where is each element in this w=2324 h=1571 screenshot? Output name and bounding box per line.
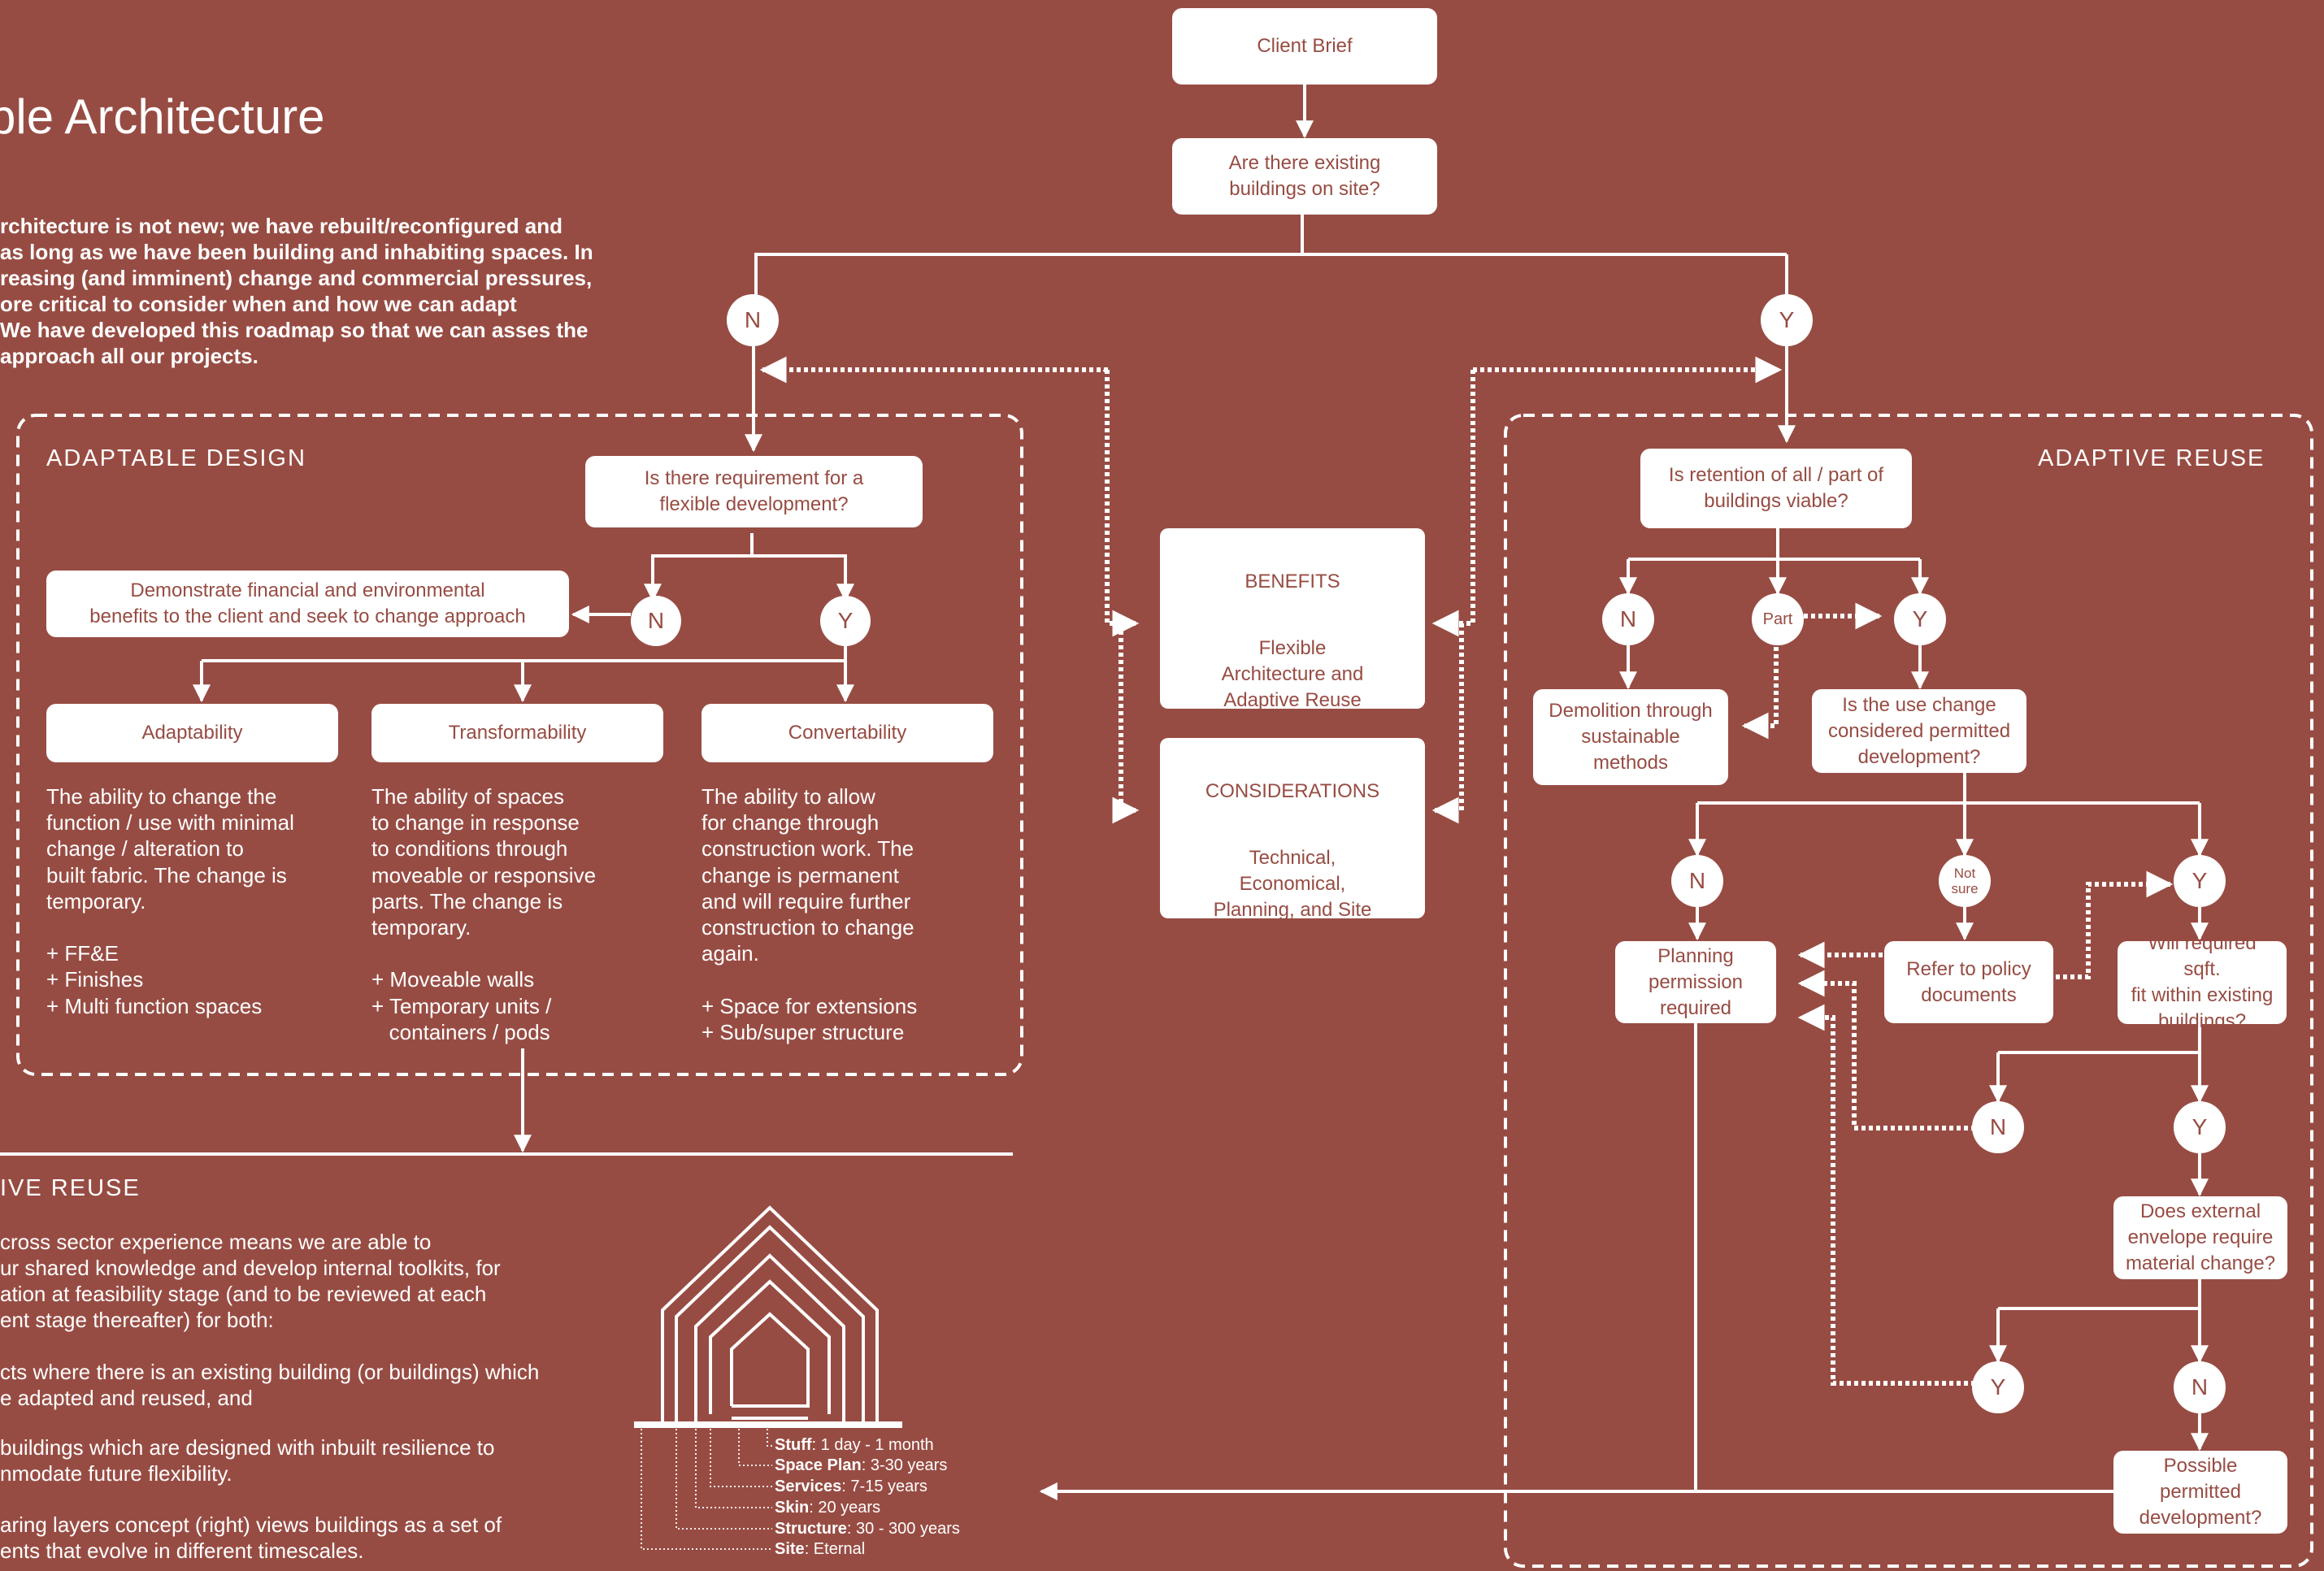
no-node-retention: N	[1602, 593, 1654, 645]
bottom-para-2-line-1: cts where there is an existing building …	[0, 1360, 540, 1384]
bottom-para-3-line-1: buildings which are designed with inbuil…	[0, 1435, 495, 1460]
intro-line-1: rchitecture is not new; we have rebuilt/…	[0, 214, 563, 238]
no-node-main: N	[727, 294, 779, 346]
benefits-text: Flexible Architecture and Adaptive Reuse…	[1221, 637, 1364, 737]
retention-question: Is retention of all / part of buildings …	[1640, 449, 1912, 528]
adaptability-box: Adaptability	[46, 704, 338, 762]
bottom-para-1-line-3: ation at feasibility stage (and to be re…	[0, 1282, 487, 1306]
bottom-para-1-line-4: ent stage thereafter) for both:	[0, 1308, 274, 1332]
layer-stuff: Stuff: 1 day - 1 month	[775, 1436, 934, 1454]
convertability-description: The ability to allow for change through …	[702, 784, 918, 1044]
convertability-box: Convertability	[702, 704, 993, 762]
layer-space-plan: Space Plan: 3-30 years	[775, 1456, 948, 1474]
shearing-layers-building-icon	[634, 1205, 902, 1428]
transformability-description: The ability of spaces to change in respo…	[371, 784, 597, 1044]
demonstrate-benefits-box: Demonstrate financial and environmental …	[46, 571, 569, 637]
line-trunk-split	[754, 215, 1304, 299]
yes-node-retention: Y	[1894, 593, 1946, 645]
no-node-use-change: N	[1671, 855, 1723, 907]
layer-structure: Structure: 30 - 300 years	[775, 1520, 960, 1538]
considerations-title: CONSIDERATIONS	[1205, 780, 1380, 802]
no-node-envelope: N	[2174, 1361, 2226, 1413]
part-node-retention: Part	[1752, 593, 1804, 645]
not-sure-node: Not sure	[1939, 855, 1991, 907]
yes-node-use-change: Y	[2174, 855, 2226, 907]
possible-permitted-box: Possible permitted development?	[2113, 1451, 2287, 1534]
adaptable-design-frame	[16, 414, 1023, 1076]
page-title: ble Architecture	[0, 89, 325, 144]
yes-node-flexible: Y	[820, 596, 871, 646]
bottom-para-2-line-2: e adapted and reused, and	[0, 1386, 253, 1410]
bottom-para-1-line-1: cross sector experience means we are abl…	[0, 1230, 432, 1254]
bottom-para-4-line-1: aring layers concept (right) views build…	[0, 1512, 502, 1537]
benefits-card: BENEFITS Flexible Architecture and Adapt…	[1160, 528, 1425, 737]
adaptive-reuse-frame	[1504, 414, 2313, 1568]
envelope-question: Does external envelope require material …	[2113, 1196, 2287, 1279]
yes-node-main: Y	[1761, 294, 1813, 346]
bottom-para-1-line-2: ur shared knowledge and develop internal…	[0, 1256, 501, 1280]
flexible-development-question: Is there requirement for a flexible deve…	[585, 456, 923, 527]
bottom-para-3-line-2: nmodate future flexibility.	[0, 1461, 232, 1486]
intro-line-5: We have developed this roadmap so that w…	[0, 318, 589, 342]
bottom-para-4-line-2: ents that evolve in different timescales…	[0, 1538, 364, 1563]
bottom-section-label: IVE REUSE	[0, 1175, 141, 1201]
sqft-fit-question: Will required sqft. fit within existing …	[2118, 932, 2287, 1032]
layer-services: Services: 7-15 years	[775, 1478, 927, 1495]
adaptive-reuse-label: ADAPTIVE REUSE	[2038, 445, 2265, 471]
considerations-card: CONSIDERATIONS Technical, Economical, Pl…	[1160, 738, 1425, 947]
adaptable-design-label: ADAPTABLE DESIGN	[46, 445, 306, 471]
policy-documents-box: Refer to policy documents	[1884, 941, 2053, 1023]
planning-permission-box: Planning permission required	[1615, 941, 1776, 1023]
intro-line-4: ore critical to consider when and how we…	[0, 292, 517, 316]
considerations-text: Technical, Economical, Planning, and Sit…	[1213, 847, 1372, 947]
layer-skin: Skin: 20 years	[775, 1499, 881, 1517]
benefits-title: BENEFITS	[1245, 571, 1340, 592]
transformability-box: Transformability	[371, 704, 663, 762]
client-brief-box: Client Brief	[1172, 8, 1437, 85]
adaptability-description: The ability to change the function / use…	[46, 784, 294, 1018]
yes-node-sqft: Y	[2174, 1101, 2226, 1153]
intro-line-6: approach all our projects.	[0, 344, 258, 368]
intro-line-2: as long as we have been building and inh…	[0, 240, 593, 264]
no-node-flexible: N	[631, 596, 681, 646]
no-node-sqft: N	[1972, 1101, 2024, 1153]
yes-node-envelope: Y	[1972, 1361, 2024, 1413]
use-change-question: Is the use change considered permitted d…	[1812, 689, 2026, 773]
existing-buildings-question: Are there existing buildings on site?	[1172, 138, 1437, 215]
layer-site: Site: Eternal	[775, 1540, 866, 1558]
intro-line-3: reasing (and imminent) change and commer…	[0, 266, 593, 290]
demolition-box: Demolition through sustainable methods	[1533, 689, 1728, 785]
